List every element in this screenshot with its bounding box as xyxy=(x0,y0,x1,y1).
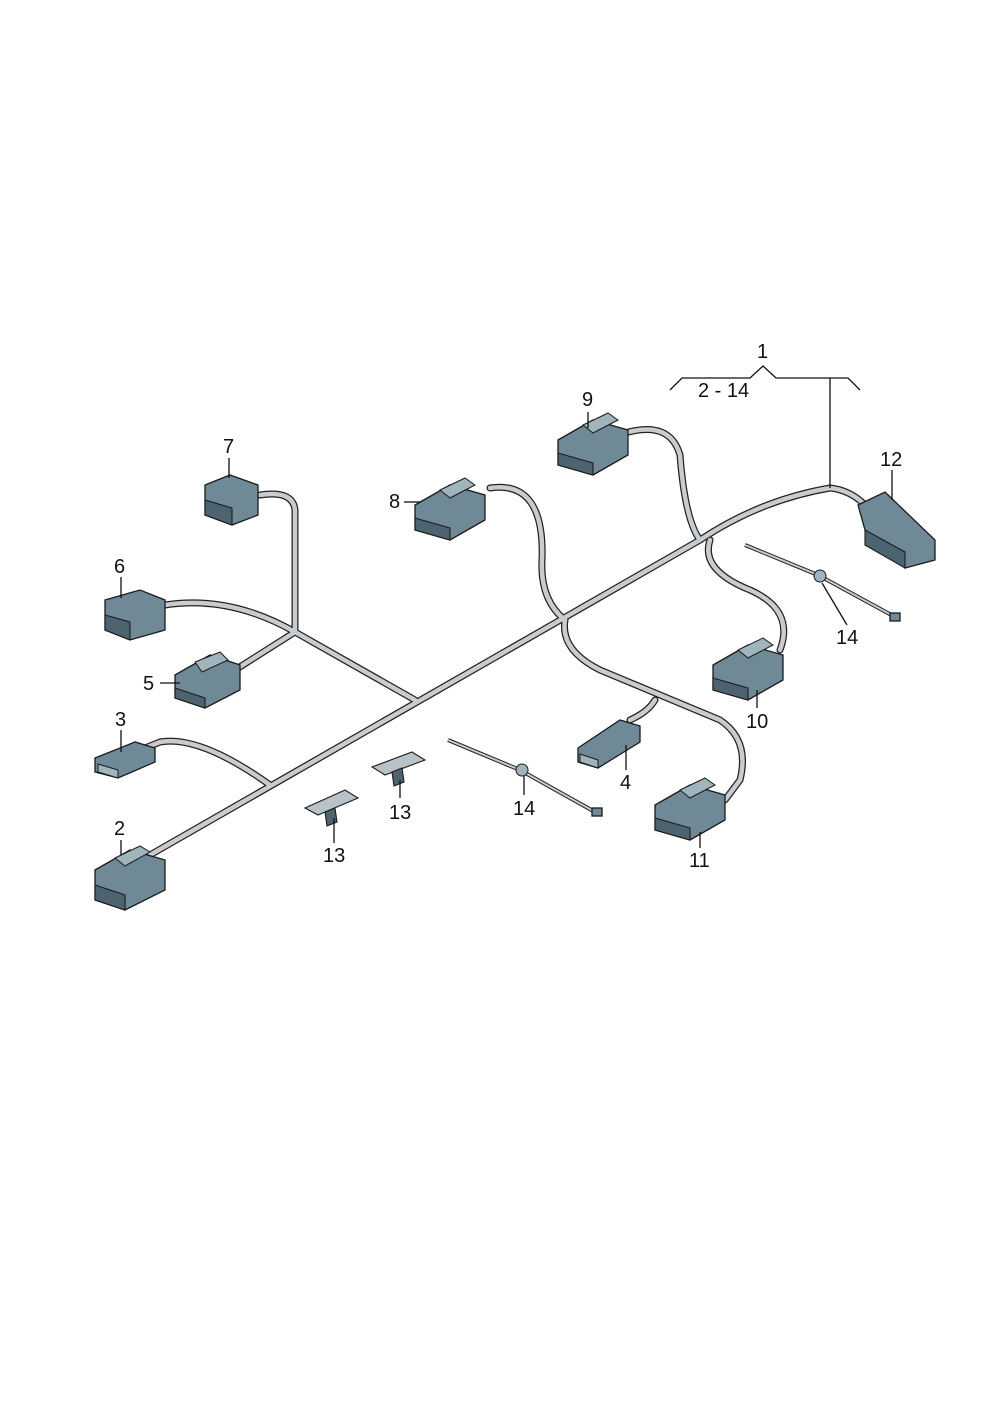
cable-tie-14a xyxy=(447,738,603,817)
connector-11 xyxy=(654,777,726,841)
connector-10 xyxy=(712,637,784,701)
connector-3 xyxy=(94,741,156,779)
connector-9 xyxy=(557,412,629,476)
connector-2 xyxy=(94,845,166,911)
callout-range: 2 - 14 xyxy=(698,380,750,402)
callout-4: 4 xyxy=(620,772,632,794)
cable-tie-14b xyxy=(744,543,901,622)
callout-7: 7 xyxy=(223,436,235,458)
callout-11: 11 xyxy=(689,850,710,872)
callout-8: 8 xyxy=(389,491,401,513)
connector-6 xyxy=(104,589,166,641)
callout-3: 3 xyxy=(115,709,127,731)
callout-10: 10 xyxy=(746,711,769,733)
connector-12 xyxy=(857,491,936,569)
clip-13b xyxy=(303,789,360,827)
harness-wires xyxy=(141,426,869,859)
callout-13b: 13 xyxy=(323,845,346,867)
connector-4 xyxy=(577,719,641,769)
callout-5: 5 xyxy=(143,673,155,695)
connector-8 xyxy=(414,477,486,541)
callout-14b: 14 xyxy=(836,627,859,649)
callout-2: 2 xyxy=(114,818,126,840)
leader-lines xyxy=(120,365,893,855)
clip-13a xyxy=(370,751,427,787)
callout-12: 12 xyxy=(880,449,903,471)
callout-14a: 14 xyxy=(513,798,536,820)
callout-13a: 13 xyxy=(389,802,412,824)
callout-6: 6 xyxy=(114,556,126,578)
callout-1: 1 xyxy=(757,341,769,363)
connector-5 xyxy=(174,651,241,709)
callout-9: 9 xyxy=(582,389,594,411)
connector-7 xyxy=(204,474,259,526)
